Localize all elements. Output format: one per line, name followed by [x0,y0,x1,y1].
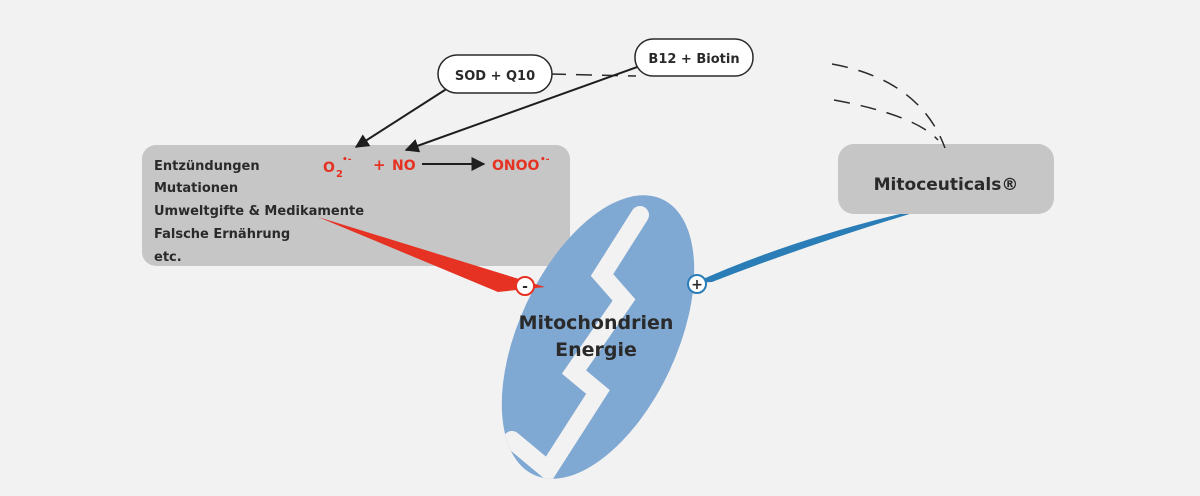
positive-effect-wedge [694,204,943,283]
superoxide-base: O [323,160,335,176]
positive-effect-sign: + [691,277,703,293]
superoxide-sup: •- [342,155,352,165]
mitochondria-label: Mitochondrien [519,312,674,334]
reaction-plus: + [373,156,386,174]
sod-q10-label: SOD + Q10 [455,69,535,84]
cause-item: Entzündungen [154,159,260,174]
arrow-b12-to-no [404,65,641,153]
cause-item: Falsche Ernährung [154,227,290,242]
cause-item: etc. [154,250,182,265]
dashed-link [549,73,637,77]
b12-biotin-bubble [634,38,754,77]
negative-effect-sign: - [522,279,528,295]
mitoceuticals-box [838,144,1054,214]
b12-biotin-label: B12 + Biotin [648,52,739,67]
superoxide-sub: 2 [336,169,343,180]
sod-q10-bubble [437,54,553,94]
cause-item: Umweltgifte & Medikamente [154,204,364,219]
negative-effect-circle [515,276,535,296]
cause-item: Mutationen [154,181,238,196]
energy-label: Energie [555,339,637,361]
peroxynitrite-base: ONOO [492,158,540,174]
dashed-curve-upper [831,63,946,149]
negative-effect-wedge [318,217,545,292]
arrow-sod-to-superoxide [354,87,449,148]
dashed-curve-lower [833,99,939,141]
nitric-oxide: NO [392,158,416,174]
mitoceuticals-label: Mitoceuticals® [874,175,1019,195]
causes-box [142,145,570,266]
cristae-zigzag [503,206,649,484]
positive-effect-circle [687,274,707,294]
mitochondrion-shape [501,195,695,484]
peroxynitrite-sup: •- [540,155,550,165]
